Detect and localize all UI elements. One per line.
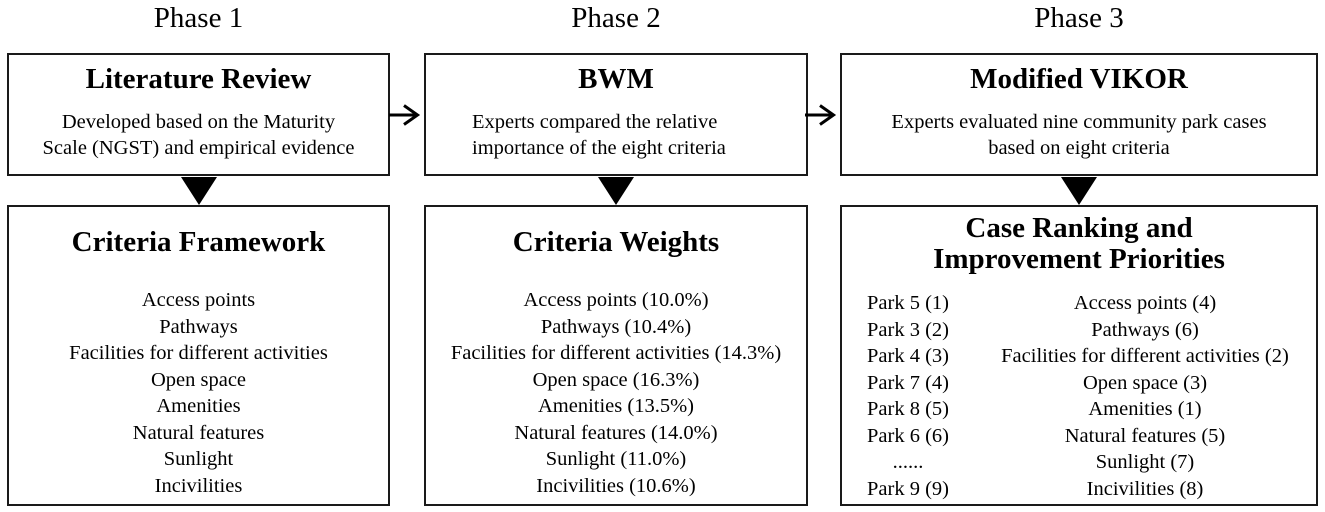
phase-3-label: Phase 3: [1034, 2, 1124, 34]
modified-vikor-title: Modified VIKOR: [970, 63, 1188, 95]
phase-1-label: Phase 1: [153, 2, 244, 34]
park-rank-item: ......: [892, 451, 924, 473]
title-line: Case Ranking and: [965, 212, 1193, 244]
criteria-weight-item: Facilities for different activities (14.…: [450, 342, 782, 364]
priority-item: Pathways (6): [1091, 318, 1199, 341]
criteria-weight-item: Open space (16.3%): [532, 368, 700, 391]
criteria-item: Incivilities: [154, 474, 243, 497]
literature-review-description: Developed based on the Maturity Scale (N…: [9, 109, 388, 161]
bwm-description: Experts compared the relative importance…: [426, 109, 806, 161]
criteria-weight-item: Amenities (13.5%): [538, 395, 694, 417]
bwm-title: BWM: [578, 63, 654, 95]
criteria-item: Open space: [150, 368, 247, 391]
criteria-item: Facilities for different activities: [69, 342, 328, 364]
priority-item: Amenities (1): [1088, 398, 1202, 420]
literature-review-title: Literature Review: [85, 63, 312, 95]
criteria-item: Access points: [141, 289, 256, 311]
criteria-weight-item: Access points (10.0%): [523, 289, 709, 311]
ranking-and-priorities: Park 5 (1) Park 3 (2) Park 4 (3) Park 7 …: [842, 290, 1316, 502]
case-ranking-box: Case Ranking and Improvement Priorities …: [840, 205, 1318, 506]
arrow-down-icon: [181, 177, 217, 205]
park-rank-item: Park 5 (1): [867, 292, 949, 314]
arrow-down-icon: [598, 177, 634, 205]
criteria-framework-list: Access points Pathways Facilities for di…: [9, 287, 388, 499]
criteria-item: Pathways: [159, 315, 238, 338]
park-rank-item: Park 9 (9): [867, 477, 949, 500]
arrow-down-icon: [1061, 177, 1097, 205]
criteria-weights-box: Criteria Weights Access points (10.0%) P…: [424, 205, 808, 506]
literature-review-box: Literature Review Developed based on the…: [7, 53, 390, 176]
criteria-weight-item: Sunlight (11.0%): [545, 448, 687, 470]
arrow-right-icon: [805, 104, 837, 126]
criteria-weight-item: Incivilities (10.6%): [536, 474, 696, 497]
park-rank-item: Park 7 (4): [867, 371, 949, 394]
description-line: Scale (NGST) and empirical evidence: [42, 137, 355, 159]
bwm-box: BWM Experts compared the relative import…: [424, 53, 808, 176]
criteria-framework-title: Criteria Framework: [71, 226, 326, 258]
criteria-item: Sunlight: [163, 448, 234, 470]
modified-vikor-description: Experts evaluated nine community park ca…: [842, 109, 1316, 161]
improvement-priorities-column: Access points (4) Pathways (6) Facilitie…: [974, 290, 1316, 502]
priority-item: Access points (4): [1073, 292, 1217, 314]
criteria-framework-box: Criteria Framework Access points Pathway…: [7, 205, 390, 506]
title-line: Improvement Priorities: [933, 243, 1225, 275]
park-rank-item: Park 6 (6): [867, 424, 949, 447]
priority-item: Sunlight (7): [1095, 451, 1195, 473]
criteria-item: Natural features: [132, 421, 265, 444]
modified-vikor-box: Modified VIKOR Experts evaluated nine co…: [840, 53, 1318, 176]
park-rank-item: Park 4 (3): [867, 345, 949, 367]
priority-item: Open space (3): [1082, 371, 1208, 394]
priority-item: Incivilities (8): [1086, 477, 1204, 500]
criteria-weight-item: Natural features (14.0%): [514, 421, 718, 444]
criteria-weights-title: Criteria Weights: [512, 226, 720, 258]
description-line: Experts evaluated nine community park ca…: [891, 111, 1267, 133]
arrow-right-icon: [389, 104, 421, 126]
description-line: importance of the eight criteria: [472, 137, 726, 159]
criteria-weights-list: Access points (10.0%) Pathways (10.4%) F…: [426, 287, 806, 499]
park-ranking-column: Park 5 (1) Park 3 (2) Park 4 (3) Park 7 …: [842, 290, 974, 502]
priority-item: Natural features (5): [1064, 424, 1226, 447]
criteria-item: Amenities: [156, 395, 241, 417]
park-rank-item: Park 8 (5): [867, 398, 949, 420]
case-ranking-title: Case Ranking and Improvement Priorities: [842, 213, 1316, 275]
description-line: based on eight criteria: [988, 137, 1170, 159]
description-line: Experts compared the relative: [472, 111, 718, 133]
priority-item: Facilities for different activities (2): [1001, 345, 1289, 367]
description-line: Developed based on the Maturity: [61, 111, 336, 133]
park-rank-item: Park 3 (2): [867, 318, 949, 341]
phase-2-label: Phase 2: [571, 2, 661, 34]
criteria-weight-item: Pathways (10.4%): [540, 315, 692, 338]
